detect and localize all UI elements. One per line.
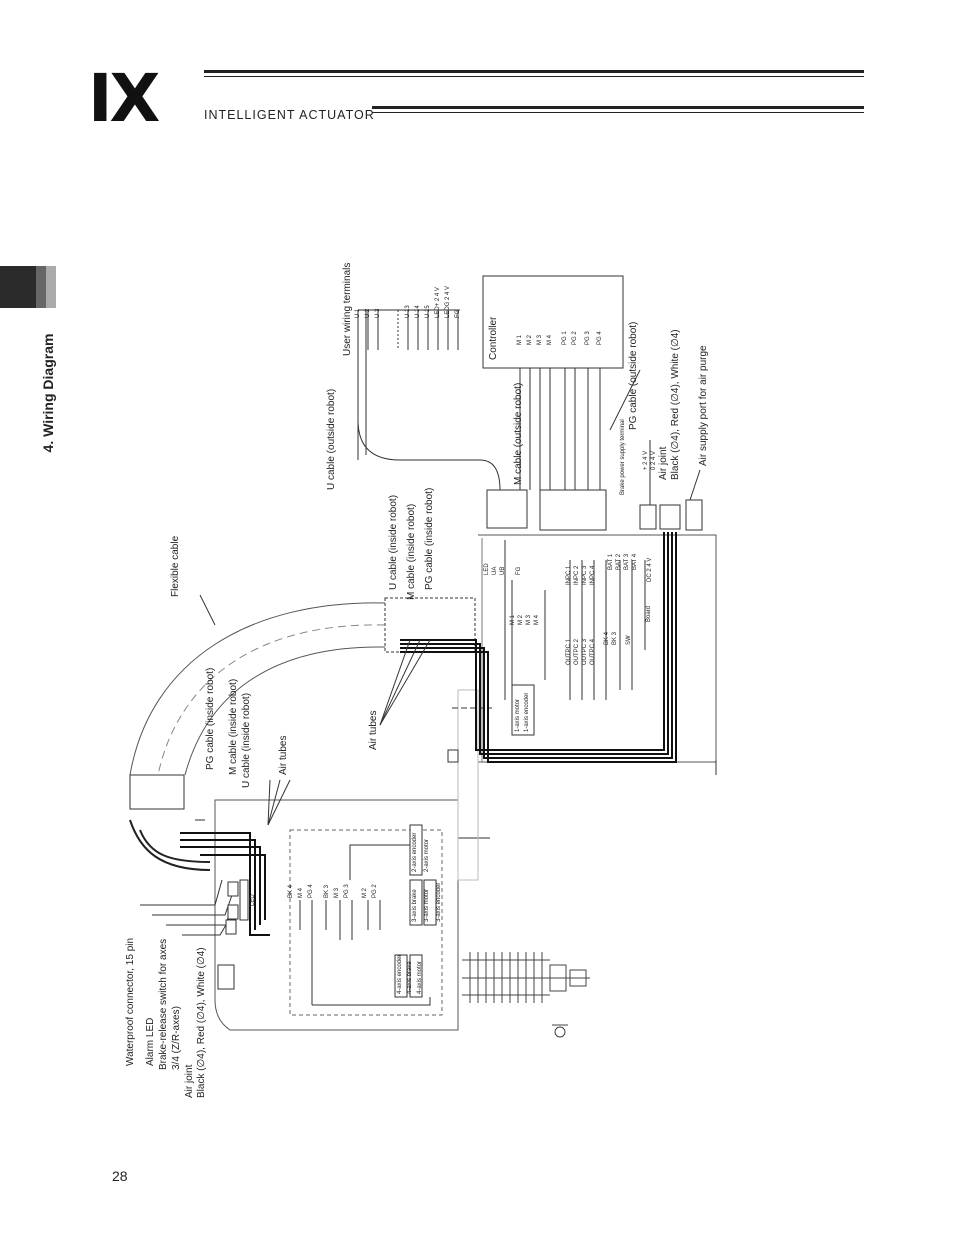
label-m-cable-outside: M cable (outside robot) [513, 382, 524, 485]
header-rule-top [204, 70, 864, 73]
ctrl-m3: M 3 [537, 334, 543, 345]
outpc-1: OUTPC 1 [566, 638, 572, 665]
label-controller: Controller [488, 316, 499, 360]
bat-1: BAT 1 [608, 553, 614, 570]
axis3-motor: 3-axis motor [424, 888, 430, 922]
arm-pg2: PG 2 [372, 884, 378, 898]
outpc-4: OUTPC 4 [590, 638, 596, 665]
base-ub: UB [500, 566, 506, 575]
inner-m4: M 4 [534, 614, 540, 625]
terminal-u2: U 2 [365, 308, 371, 318]
ctrl-pg1: PG 1 [562, 331, 568, 345]
section-tab-dark [0, 266, 36, 308]
brake-plus-24v: + 2 4 V [643, 450, 649, 470]
base-ua: UA [492, 566, 498, 575]
label-air-joint-right: Air joint [658, 446, 669, 480]
terminal-led-plus: LED+ 2 4 V [435, 287, 441, 318]
inner-m2: M 2 [518, 614, 524, 625]
arm-pg4: PG 4 [308, 884, 314, 898]
arm-bk4: BK 4 [288, 884, 294, 898]
axis3-brake: 3-axis brake [412, 889, 418, 922]
label-dc24v: DC 2 4 V [647, 557, 653, 582]
ctrl-m4: M 4 [547, 334, 553, 345]
brand-tagline: INTELLIGENT ACTUATOR [204, 108, 375, 122]
label-waterproof-connector: Waterproof connector, 15 pin [125, 937, 136, 1066]
axis3-encoder: 3-axis encoder [436, 882, 442, 922]
section-tab-mid [36, 266, 46, 308]
label-flexible-cable: Flexible cable [170, 535, 181, 597]
terminal-u15: U 15 [425, 305, 431, 318]
controller-box [482, 275, 624, 369]
outpc-2: OUTPC 2 [574, 638, 580, 665]
terminal-fg: FG [455, 309, 461, 318]
axis4-encoder: 4-axis encoder [397, 954, 403, 994]
label-pg-cable-inside: PG cable (inside robot) [424, 487, 435, 590]
arm-m4: M 4 [298, 887, 304, 898]
label-u-cable-inside-arm: U cable (inside robot) [241, 692, 252, 788]
axis1-encoder: 1-axis encoder [524, 692, 530, 732]
label-air-tubes-arm: Air tubes [278, 735, 289, 775]
label-u-cable-outside: U cable (outside robot) [326, 388, 337, 490]
arm-pg3: PG 3 [344, 884, 350, 898]
label-pg-cable-outside: PG cable (outside robot) [628, 321, 639, 430]
inpc-1: INPC 1 [566, 565, 572, 585]
axis2-encoder: 2-axis encoder [412, 832, 418, 872]
bk-4: BK 4 [604, 631, 610, 645]
brake-0-24v: 0 2 4 V [651, 450, 657, 470]
ix-logo: IX [88, 60, 160, 137]
arm-bk3: BK 3 [324, 884, 330, 898]
arm-led: LED [250, 894, 256, 906]
label-brake-release: Brake-release switch for axes [158, 938, 169, 1070]
label-air-tubes-base: Air tubes [368, 710, 379, 750]
terminal-u14: U 14 [415, 305, 421, 318]
label-brake-release-axes: 3/4 (Z/R-axes) [171, 1006, 182, 1070]
label-alarm-led: Alarm LED [145, 1017, 156, 1066]
inner-m1: M 1 [510, 614, 516, 625]
ctrl-pg2: PG 2 [572, 331, 578, 345]
inpc-4: INPC 4 [590, 565, 596, 585]
label-air-joint-right-colors: Black (∅4), Red (∅4), White (∅4) [670, 329, 681, 480]
bat-4: BAT 4 [632, 553, 638, 570]
bk-3: BK 3 [612, 631, 618, 645]
label-pg-cable-inside-arm: PG cable (inside robot) [205, 667, 216, 770]
label-board: Board [646, 605, 652, 622]
terminal-ledg: LEDG 2 4 V [445, 285, 451, 318]
page-number: 28 [112, 1168, 128, 1184]
terminal-u1: U 1 [355, 308, 361, 318]
arm-m2: M 2 [362, 887, 368, 898]
ctrl-pg3: PG 3 [585, 331, 591, 345]
terminal-u3: U 3 [375, 308, 381, 318]
ctrl-pg4: PG 4 [597, 331, 603, 345]
sw: SW [626, 635, 632, 645]
header-rule-bottom [372, 106, 864, 109]
axis1-motor: 1-axis motor [515, 698, 521, 732]
outpc-3: OUTPC 3 [582, 638, 588, 665]
inpc-2: INPC 2 [574, 565, 580, 585]
label-m-cable-inside-arm: M cable (inside robot) [228, 678, 239, 775]
axis4-motor: 4-axis motor [417, 960, 423, 994]
bat-3: BAT 3 [624, 553, 630, 570]
label-u-cable-inside: U cable (inside robot) [388, 494, 399, 590]
label-air-purge: Air supply port for air purge [698, 345, 709, 466]
axis2-motor: 2-axis motor [424, 838, 430, 872]
axis4-brake: 4-axis brake [407, 961, 413, 994]
label-brake-power: Brake power supply terminal [620, 419, 626, 495]
label-air-joint-left: Air joint [184, 1064, 195, 1098]
inpc-3: INPC 3 [582, 565, 588, 585]
label-m-cable-inside: M cable (inside robot) [406, 503, 417, 600]
label-user-wiring: User wiring terminals [342, 262, 353, 356]
inner-m3: M 3 [526, 614, 532, 625]
ctrl-m2: M 2 [527, 334, 533, 345]
section-tab-light [46, 266, 56, 308]
base-fg: FG [516, 566, 522, 575]
terminal-u13: U 13 [405, 305, 411, 318]
arm-m3: M 3 [334, 887, 340, 898]
base-led: LED [484, 563, 490, 575]
label-air-joint-left-colors: Black (∅4), Red (∅4), White (∅4) [196, 947, 207, 1098]
header-rule-mid [204, 76, 864, 77]
header-rule-bottom-2 [372, 112, 864, 113]
ctrl-m1: M 1 [517, 334, 523, 345]
bat-2: BAT 2 [616, 553, 622, 570]
